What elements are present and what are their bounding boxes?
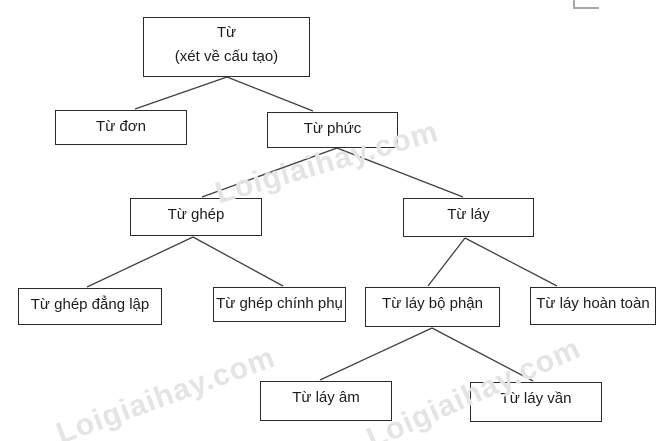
node-tu-ghep-dang-lap: Từ ghép đẳng lập [18,288,162,325]
node-tu-root-subtitle: (xét về cấu tạo) [174,48,279,65]
edge-tu-phuc-to-tu-ghep [201,147,338,198]
node-tu-lay-hoan-toan: Từ láy hoàn toàn [530,287,656,325]
node-tu-ghep-chinh-phu: Từ ghép chính phụ [213,287,346,322]
node-tu-lay-bo-phan: Từ láy bộ phận [365,287,500,327]
node-tu-root: Từ (xét về cấu tạo) [143,17,310,77]
edge-tu-phuc-to-tu-lay [336,147,464,198]
edge-tu-ghep-to-chinh-phu [192,236,284,287]
edge-bo-phan-to-lay-am [319,327,433,381]
edge-tu-lay-to-hoan-toan [464,237,558,287]
node-tu-don: Từ đơn [55,110,187,145]
edge-tu-to-tu-don [134,76,228,110]
crop-corner-mark [573,0,599,9]
edge-tu-ghep-to-dang-lap [86,236,194,288]
node-tu-root-title: Từ [216,24,237,41]
node-tu-lay-van: Từ láy vần [470,382,602,422]
node-tu-lay: Từ láy [403,198,534,237]
node-tu-ghep: Từ ghép [130,198,262,236]
edge-bo-phan-to-lay-van [431,327,534,382]
edge-tu-to-tu-phuc [226,76,314,112]
node-tu-phuc: Từ phức [267,112,398,148]
edge-tu-lay-to-bo-phan [427,237,466,287]
node-tu-lay-am: Từ láy âm [260,381,392,421]
